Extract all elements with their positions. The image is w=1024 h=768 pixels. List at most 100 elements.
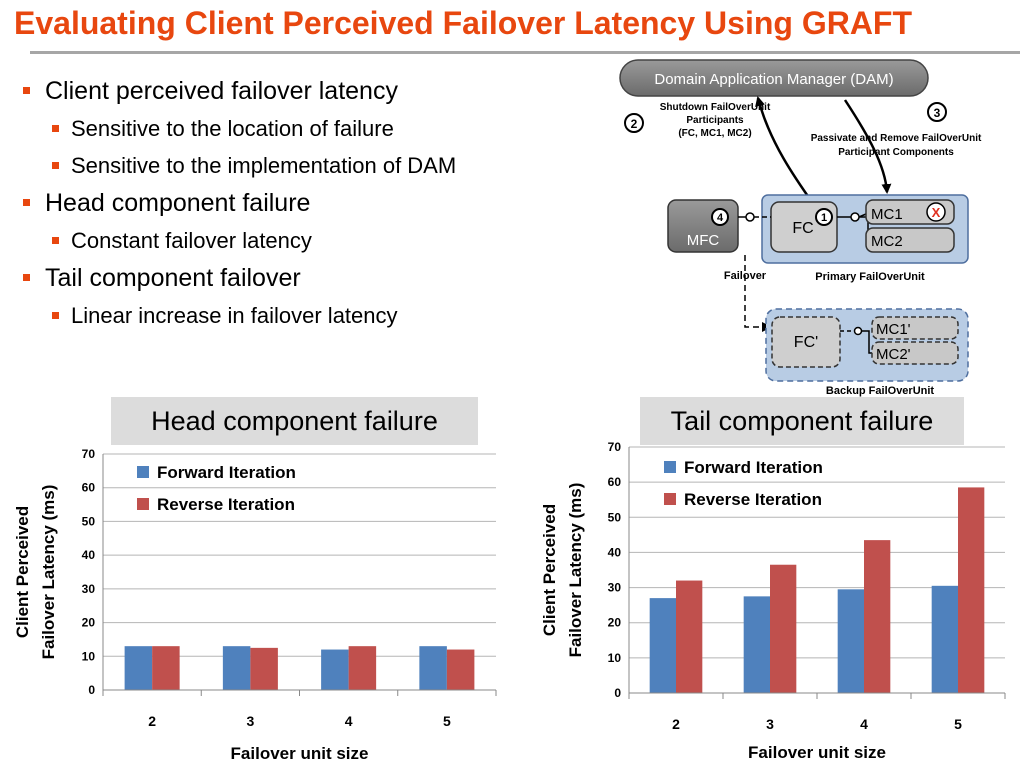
x-tick-label: 5: [443, 713, 451, 729]
y-tick-label: 60: [82, 481, 96, 495]
y-tick-label: 70: [82, 447, 96, 461]
bullet-square-icon: [52, 312, 59, 319]
bar: [446, 649, 475, 690]
bar: [958, 487, 985, 693]
y-tick-label: 50: [82, 514, 96, 528]
mfc-label: MFC: [687, 232, 720, 249]
bar: [864, 540, 891, 693]
step-2-number: 2: [631, 117, 638, 131]
step-3-number: 3: [934, 106, 941, 120]
y-tick-label: 50: [608, 510, 622, 524]
legend-swatch: [137, 466, 149, 478]
failure-mark: X: [932, 205, 941, 220]
dam-label: Domain Application Manager (DAM): [654, 71, 893, 88]
bar: [152, 646, 180, 690]
legend-swatch: [137, 498, 149, 510]
fc-label: FC: [792, 220, 813, 237]
x-tick-label: 5: [954, 716, 962, 732]
bullet-square-icon: [52, 237, 59, 244]
mc1-backup-label: MC1': [876, 321, 911, 338]
mc2-backup-component: [871, 341, 959, 365]
backup-unit-label: Backup FailOverUnit: [826, 385, 935, 397]
bullet-item: Head component failure: [20, 184, 600, 222]
step-3-text-line: Participant Components: [838, 147, 954, 158]
bar: [743, 596, 770, 693]
y-tick-label: 10: [608, 651, 622, 665]
y-tick-label: 10: [82, 649, 96, 663]
port-icon: [745, 212, 755, 222]
legend-label: Forward Iteration: [684, 458, 823, 477]
bullet-square-icon: [52, 162, 59, 169]
mc1-label: MC1: [871, 206, 903, 223]
bullet-item: Constant failover latency: [20, 222, 600, 259]
failover-link: [744, 255, 772, 332]
y-tick-label: 30: [608, 581, 622, 595]
step-1-number: 1: [821, 212, 827, 224]
mc2-component: [865, 227, 955, 253]
port-icon: [850, 212, 860, 222]
y-axis-label: Client Perceived: [13, 506, 32, 638]
bar: [419, 646, 447, 690]
step-2-text-line: Shutdown FailOverUnit: [660, 102, 771, 113]
y-axis-label: Failover Latency (ms): [566, 483, 585, 658]
bar: [931, 585, 958, 693]
bullet-item: Client perceived failover latency: [20, 72, 600, 110]
y-tick-label: 40: [608, 545, 622, 559]
legend-swatch: [664, 493, 676, 505]
bar: [321, 649, 349, 690]
dam-box: [619, 59, 929, 97]
x-tick-label: 2: [148, 713, 156, 729]
bullet-square-icon: [23, 274, 30, 281]
bullet-square-icon: [23, 87, 30, 94]
bullet-square-icon: [52, 125, 59, 132]
bar: [348, 646, 377, 690]
connector: [862, 330, 873, 354]
bar: [124, 646, 153, 690]
y-tick-label: 20: [82, 616, 96, 630]
fc-backup-component: [771, 316, 841, 368]
bar: [837, 589, 864, 693]
bar: [676, 580, 703, 693]
failover-label: Failover: [724, 270, 767, 282]
connector: [858, 213, 867, 218]
step-4-marker: [711, 208, 729, 226]
y-tick-label: 40: [82, 548, 96, 562]
step-2-marker: [624, 113, 644, 133]
y-tick-label: 20: [608, 616, 622, 630]
x-tick-label: 3: [766, 716, 774, 732]
y-axis-label: Failover Latency (ms): [39, 485, 58, 660]
head-chart-caption: Head component failure: [111, 397, 478, 445]
y-tick-label: 60: [608, 475, 622, 489]
slide-title: Evaluating Client Perceived Failover Lat…: [14, 5, 913, 41]
x-tick-label: 4: [345, 713, 353, 729]
x-tick-label: 3: [246, 713, 254, 729]
bullet-list: Client perceived failover latency Sensit…: [20, 72, 600, 334]
bar: [770, 564, 797, 693]
mc2-backup-label: MC2': [876, 346, 911, 363]
tail-chart-caption: Tail component failure: [640, 397, 964, 445]
y-tick-label: 30: [82, 582, 96, 596]
bar: [250, 647, 278, 690]
step-2-text-line: (FC, MC1, MC2): [678, 128, 751, 139]
primary-unit-label: Primary FailOverUnit: [815, 271, 925, 283]
x-axis-label: Failover unit size: [748, 743, 886, 762]
step-3-marker: [927, 102, 947, 122]
x-tick-label: 2: [672, 716, 680, 732]
legend-label: Reverse Iteration: [684, 490, 822, 509]
arrow-dam-to-mc: [843, 99, 892, 194]
title-divider: [30, 51, 1020, 54]
y-axis-label: Client Perceived: [540, 504, 559, 636]
bullet-square-icon: [23, 199, 30, 206]
mc2-label: MC2: [871, 233, 903, 250]
step-1-marker: [815, 208, 833, 226]
bullet-item: Tail component failover: [20, 259, 600, 297]
legend-label: Reverse Iteration: [157, 495, 295, 514]
step-2-text-line: Participants: [686, 115, 744, 126]
bar: [649, 598, 676, 693]
bullet-item: Sensitive to the location of failure: [20, 110, 600, 147]
legend-label: Forward Iteration: [157, 463, 296, 482]
bullet-item: Linear increase in failover latency: [20, 297, 600, 334]
port-icon: [853, 326, 863, 336]
